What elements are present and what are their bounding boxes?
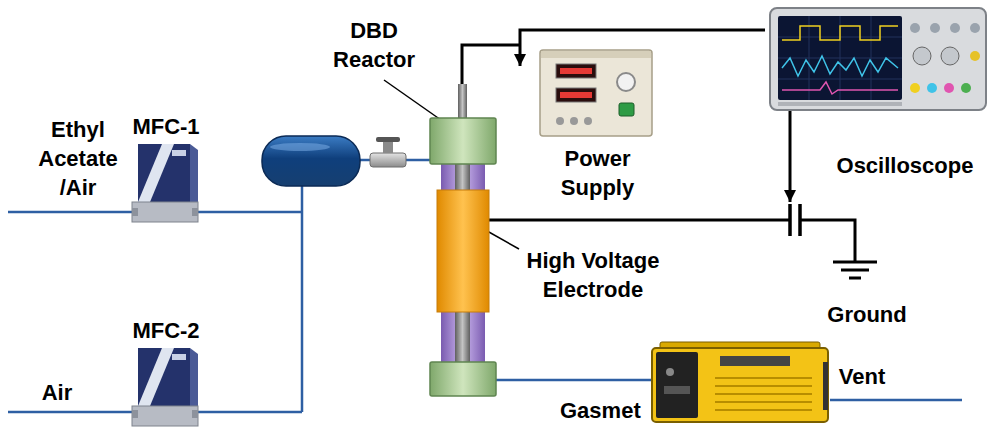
mfc-side [190,348,198,410]
mfc-fitting [192,410,198,418]
analyzer-panel [656,352,698,418]
scope-knob [927,83,937,93]
valve-handle [376,137,400,142]
gas-line [830,399,962,402]
device-label: MFC-2 [124,316,208,345]
terminal [556,117,564,125]
device-label: Gasmet [560,396,648,425]
ground-symbol [833,262,877,278]
hv-electrode [437,190,489,312]
scope-knob [970,23,980,33]
gas-line [198,186,302,412]
mfc-badge [172,354,186,360]
scope-knob [913,47,931,65]
gas-line [496,379,652,382]
part-label: Ground [822,300,912,329]
meter-digits [560,92,592,98]
power-supply: Power Supply [515,66,660,206]
analyzer-display [720,356,790,366]
oscilloscope: Oscilloscope [765,5,989,185]
device-label: Oscilloscope [825,151,985,180]
reactor-cap [430,118,496,164]
power-supply-top [541,51,651,58]
mfc-stripe [138,348,174,406]
scope-knob [950,23,960,33]
scope-trace [782,56,898,76]
mfc-badge [172,150,186,156]
flow-controller: MFC-2 [124,316,210,426]
scope-buttons [778,102,902,106]
meter-display [556,88,596,102]
gas-line [8,211,132,214]
inlet-label: Ethyl Acetate /Air [28,115,128,202]
flow-controller: MFC-1 [124,112,210,228]
mfc-base [132,406,198,426]
gas-line [8,411,132,414]
analyzer-side [823,362,828,410]
mfc-base [132,202,198,222]
device-label: Power Supply [540,144,655,202]
hv-wire [462,45,520,86]
leader-line [384,80,441,120]
mfc-fitting [192,208,198,216]
mixing-tank [262,136,360,186]
analyzer-grill [715,378,812,410]
gas-line [360,159,370,162]
tank-highlight [270,143,330,151]
mfc-fitting [132,410,138,418]
signal-connector [520,30,765,66]
analyzer-switch [666,368,674,376]
gas-analyzer: Gasmet [560,340,830,426]
scope-trace [782,26,898,40]
mfc-fitting [132,208,138,216]
scope-grid [778,16,902,100]
valve-body [370,153,406,167]
oscilloscope-case [770,8,986,110]
mfc-stripe [138,144,174,202]
mfc-side [190,144,198,206]
scope-knob [910,83,920,93]
part-label: DBD Reactor [326,16,422,74]
capacitor-symbol [790,204,800,236]
gas-line [406,159,431,162]
control-knob [617,73,635,91]
scope-trace [782,82,898,94]
ground-wire [489,219,790,222]
mfc-body [138,144,190,202]
mfc-body [138,348,190,406]
power-supply-case [540,50,652,136]
meter-digits [560,68,592,74]
inlet-label: Air [30,378,84,407]
meter-display [556,64,596,78]
scope-knob [941,47,959,65]
outlet-label: Vent [832,362,892,391]
terminal [584,117,592,125]
scope-knob [944,83,954,93]
scope-knob [930,23,940,33]
reactor-cap [430,362,496,396]
valve-stem [383,141,393,153]
electrode-rod [458,84,467,119]
scope-knob [970,51,980,61]
ground-wire [800,220,855,262]
analyzer-port [664,386,690,394]
device-label: MFC-1 [124,112,208,141]
probe-arrow [789,110,792,202]
part-label: High Voltage Electrode [503,246,683,304]
scope-knob [961,83,971,93]
scope-knob [910,23,920,33]
scope-screen [778,16,902,100]
terminal [570,117,578,125]
analyzer-case [652,348,828,422]
power-switch [619,103,634,116]
